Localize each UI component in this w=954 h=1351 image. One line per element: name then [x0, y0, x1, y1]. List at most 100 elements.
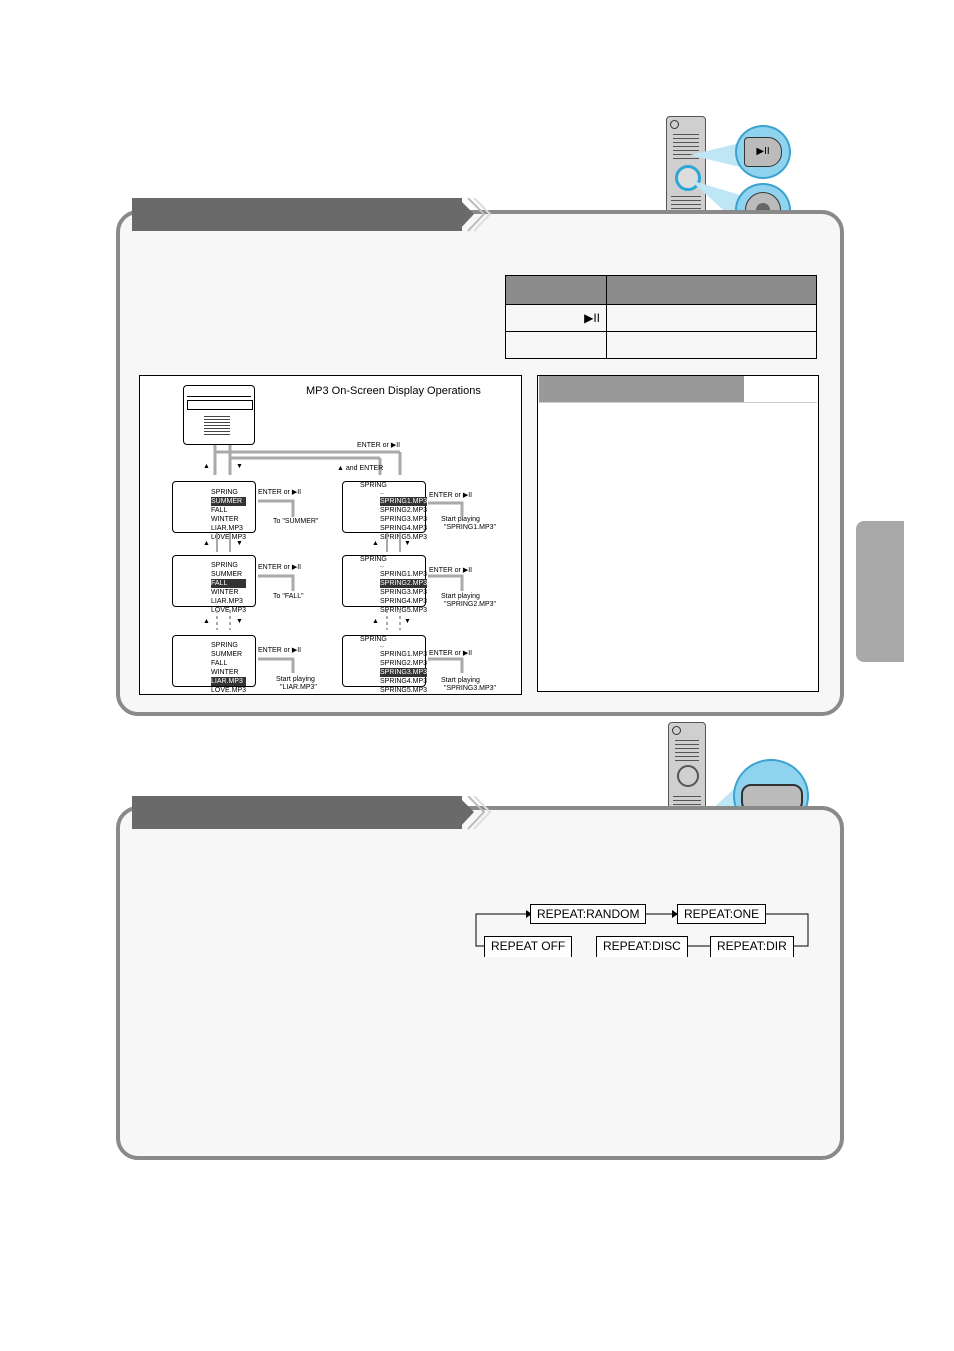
list-item: SPRING5.MP3 [380, 687, 428, 694]
down-arrow-label: ▼ [404, 540, 411, 547]
list-item: .. [380, 562, 384, 569]
list-item-selected: SUMMER [211, 497, 247, 506]
list-item: SPRING4.MP3 [380, 598, 428, 605]
list-item: LIAR.MP3 [211, 525, 243, 532]
list-item: LOVE.MP3 [211, 534, 247, 541]
table-cell [606, 331, 817, 359]
folder-label: SPRING [360, 482, 387, 489]
folder-screen-1 [172, 481, 256, 533]
down-arrow-label: ▼ [236, 540, 243, 547]
list-item: SPRING [211, 489, 238, 496]
enter-label: ENTER or ▶II [258, 564, 302, 571]
up-arrow-label: ▲ [203, 463, 210, 470]
right-vertical-arrows [386, 533, 401, 630]
list-item: LOVE.MP3 [211, 607, 247, 614]
list-item: SPRING1.MP3 [380, 651, 428, 658]
list-item: WINTER [211, 589, 239, 596]
osd-main-screen [183, 385, 255, 445]
list-item: SPRING4.MP3 [380, 525, 428, 532]
repeat-disc-box: REPEAT:DISC [596, 936, 688, 957]
left-enter-arrows [258, 499, 295, 673]
list-item: FALL [211, 507, 228, 514]
list-item: SPRING5.MP3 [380, 607, 428, 614]
enter-label: ENTER or ▶II [429, 567, 473, 574]
section-header-tab-2 [132, 796, 462, 829]
table-header-cell [606, 275, 817, 305]
play-pause-button-callout: ▶II [735, 125, 791, 179]
table-header-cell [505, 275, 607, 305]
start-playing-label: Start playing [441, 516, 480, 523]
play-pause-cell: ▶II [505, 304, 607, 332]
list-item: WINTER [211, 669, 239, 676]
list-item: SPRING [211, 642, 238, 649]
info-box-header-rule [539, 402, 817, 403]
list-item: LIAR.MP3 [211, 598, 243, 605]
list-item-selected: SPRING1.MP3 [380, 497, 428, 506]
list-item: SPRING [211, 562, 238, 569]
repeat-random-box: REPEAT:RANDOM [530, 904, 647, 924]
list-item: SPRING2.MP3 [380, 660, 428, 667]
repeat-dir-box: REPEAT:DIR [710, 936, 794, 957]
list-item-selected: SPRING3.MP3 [380, 668, 428, 677]
up-and-enter-label: ▲ and ENTER [337, 465, 384, 472]
up-arrow-label: ▲ [372, 540, 379, 547]
to-summer-label: To "SUMMER" [273, 518, 319, 525]
play-pause-icon: ▶II [756, 146, 770, 157]
start-playing-file-label: "SPRING1.MP3" [444, 524, 497, 531]
list-item: SUMMER [211, 651, 243, 658]
down-arrow-label: ▼ [404, 618, 411, 625]
up-arrow-label: ▲ [203, 618, 210, 625]
info-box [537, 375, 819, 692]
chapter-side-tab [856, 521, 904, 662]
tab-chevron-2 [458, 796, 492, 830]
list-item: WINTER [211, 516, 239, 523]
list-item-selected: LIAR.MP3 [211, 677, 247, 686]
list-item: SPRING2.MP3 [380, 507, 428, 514]
tab-chevron-1 [458, 198, 492, 232]
start-playing-file-label: "SPRING3.MP3" [444, 685, 497, 692]
diagram-title: MP3 On-Screen Display Operations [306, 385, 481, 397]
enter-label: ENTER or ▶II [258, 489, 302, 496]
spring-screen-3 [342, 635, 426, 687]
to-fall-label: To "FALL" [273, 593, 304, 600]
enter-label: ENTER or ▶II [429, 650, 473, 657]
list-item: LOVE.MP3 [211, 687, 247, 694]
left-vertical-arrows [216, 533, 231, 630]
list-item: SPRING3.MP3 [380, 589, 428, 596]
list-item: .. [380, 642, 384, 649]
enter-label: ENTER or ▶II [258, 647, 302, 654]
down-arrow-label: ▼ [236, 618, 243, 625]
table-cell [505, 331, 607, 359]
start-playing-label: Start playing [441, 677, 480, 684]
repeat-panel [116, 806, 844, 1160]
folder-label: SPRING [360, 556, 387, 563]
operations-table: ▶II [505, 275, 817, 359]
start-playing-label: Start playing [276, 676, 315, 683]
list-item-selected: SPRING2.MP3 [380, 579, 428, 588]
list-item: SPRING3.MP3 [380, 516, 428, 523]
up-arrow-label: ▲ [203, 540, 210, 547]
enter-or-play-label-top: ENTER or ▶II [357, 442, 401, 449]
list-item-selected: FALL [211, 579, 247, 588]
folder-label: SPRING [360, 636, 387, 643]
list-item: .. [380, 489, 384, 496]
list-item: SPRING4.MP3 [380, 678, 428, 685]
list-item: SPRING5.MP3 [380, 534, 428, 541]
down-arrow-label: ▼ [236, 463, 243, 470]
start-playing-label: Start playing [441, 593, 480, 600]
section-header-tab-1 [132, 198, 462, 231]
list-item: SUMMER [211, 571, 243, 578]
spring-screen-1 [342, 481, 426, 533]
list-item: SPRING1.MP3 [380, 571, 428, 578]
right-enter-arrows [428, 501, 464, 673]
table-cell [606, 304, 817, 332]
repeat-off-box: REPEAT OFF [484, 936, 573, 957]
start-playing-file-label: "SPRING2.MP3" [444, 601, 497, 608]
up-arrow-label: ▲ [372, 618, 379, 625]
top-flow-arrows [213, 445, 402, 475]
enter-label: ENTER or ▶II [429, 492, 473, 499]
start-playing-file-label: "LIAR.MP3" [280, 684, 317, 691]
info-box-header [539, 376, 744, 402]
repeat-one-box: REPEAT:ONE [677, 904, 767, 924]
list-item: FALL [211, 660, 228, 667]
